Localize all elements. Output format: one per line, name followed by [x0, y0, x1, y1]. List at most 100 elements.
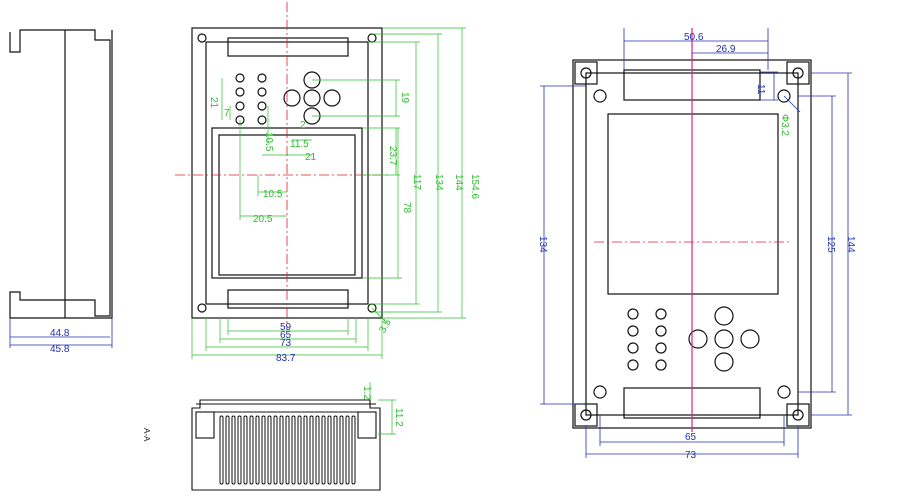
- dim-front-78: 78: [401, 202, 412, 214]
- section-view: [191, 399, 381, 491]
- section-left-clip: [195, 411, 215, 439]
- section-fin: [219, 415, 224, 485]
- section-fin: [267, 415, 272, 485]
- section-fin: [273, 415, 278, 485]
- front-nav-hole: [283, 89, 301, 107]
- dim-front-2: 2: [300, 120, 306, 131]
- back-mount-hole: [593, 385, 607, 399]
- front-button-hole: [235, 73, 245, 83]
- back-button-hole: [655, 342, 667, 354]
- dim-side-inner-width: 44.8: [50, 328, 70, 339]
- back-corner-hole: [792, 67, 804, 79]
- dim-front-7: 7: [224, 108, 230, 119]
- section-fin: [333, 415, 338, 485]
- dim-front-3-5: 3.5: [377, 317, 394, 335]
- section-fin: [315, 415, 320, 485]
- back-nav-hole: [714, 306, 734, 326]
- section-fin: [291, 415, 296, 485]
- back-mount-hole: [777, 89, 791, 103]
- section-fins: [219, 415, 356, 485]
- back-button-hole: [655, 325, 667, 337]
- dim-back-26-9: 26.9: [716, 44, 736, 55]
- section-fin: [339, 415, 344, 485]
- back-corner-hole: [580, 409, 592, 421]
- dim-front-10-5b: 10.5: [263, 189, 283, 200]
- dim-front-117: 117: [411, 174, 422, 190]
- dim-front-10-5a: 10.5: [263, 132, 274, 152]
- section-fin: [321, 415, 326, 485]
- dim-back-134: 134: [537, 236, 548, 253]
- section-fin: [297, 415, 302, 485]
- back-corner-hole: [580, 67, 592, 79]
- section-fin: [327, 415, 332, 485]
- front-button-hole: [235, 87, 245, 97]
- section-outline: [191, 399, 381, 491]
- side-view: [9, 29, 113, 319]
- back-nav-hole: [740, 329, 760, 349]
- front-dims-lines: [191, 27, 466, 359]
- back-nav-hole: [714, 329, 734, 349]
- section-fin: [255, 415, 260, 485]
- dim-front-21b: 21: [305, 152, 317, 163]
- section-fin: [261, 415, 266, 485]
- section-right-clip: [357, 411, 377, 439]
- section-dims-lines: [369, 382, 396, 435]
- front-button-hole: [257, 115, 267, 125]
- back-button-hole: [627, 308, 639, 320]
- section-fin: [303, 415, 308, 485]
- dim-front-144: 144: [453, 174, 464, 191]
- section-fin: [285, 415, 290, 485]
- back-nav-hole: [714, 352, 734, 372]
- section-fin: [231, 415, 236, 485]
- dim-front-73: 73: [280, 338, 292, 349]
- side-dims: [9, 318, 113, 348]
- dim-front-19: 19: [399, 92, 410, 104]
- dim-front-21: 21: [208, 97, 219, 109]
- back-window: [607, 113, 779, 295]
- front-nav-hole: [303, 89, 321, 107]
- back-corner-hole: [792, 409, 804, 421]
- back-dims-lines: [540, 28, 852, 458]
- back-button-hole: [655, 308, 667, 320]
- front-button-hole: [257, 87, 267, 97]
- dim-front-154-6: 154.6: [469, 174, 480, 199]
- dim-front-11-5: 11.5: [290, 139, 309, 150]
- dim-front-23-7: 23.7: [387, 146, 398, 166]
- section-label: A-A: [142, 428, 151, 442]
- dim-back-hole-dia: Φ3.2: [779, 114, 790, 136]
- back-mount-hole: [593, 89, 607, 103]
- front-corner-hole: [367, 33, 377, 43]
- dim-front-65: 65: [280, 330, 292, 341]
- section-fin: [243, 415, 248, 485]
- front-corner-hole: [197, 303, 207, 313]
- dim-back-125: 125: [825, 236, 836, 253]
- front-button-hole: [257, 73, 267, 83]
- back-nav-hole: [688, 329, 708, 349]
- dim-section-1-2: 1.2: [361, 386, 372, 400]
- back-button-hole: [627, 325, 639, 337]
- front-corner-hole: [197, 33, 207, 43]
- dim-front-20-5: 20.5: [253, 214, 273, 225]
- dim-side-outer-width: 45.8: [50, 344, 70, 355]
- dim-front-83-7: 83.7: [276, 353, 296, 364]
- section-fin: [225, 415, 230, 485]
- back-button-hole: [627, 342, 639, 354]
- front-button-hole: [257, 101, 267, 111]
- section-fin: [237, 415, 242, 485]
- dim-section-11-2: 11.2: [393, 408, 404, 427]
- dim-front-134: 134: [433, 174, 444, 191]
- section-fin: [345, 415, 350, 485]
- back-button-hole: [627, 359, 639, 371]
- section-fin: [279, 415, 284, 485]
- back-mount-hole: [777, 385, 791, 399]
- dim-back-65: 65: [685, 432, 697, 443]
- dim-front-59: 59: [280, 322, 292, 333]
- front-button-hole: [235, 101, 245, 111]
- section-fin: [249, 415, 254, 485]
- back-button-hole: [655, 359, 667, 371]
- front-bottom-slot: [227, 289, 349, 309]
- front-top-slot: [227, 37, 349, 57]
- side-profile-outline: [9, 29, 113, 319]
- section-fin: [309, 415, 314, 485]
- section-fin: [351, 415, 356, 485]
